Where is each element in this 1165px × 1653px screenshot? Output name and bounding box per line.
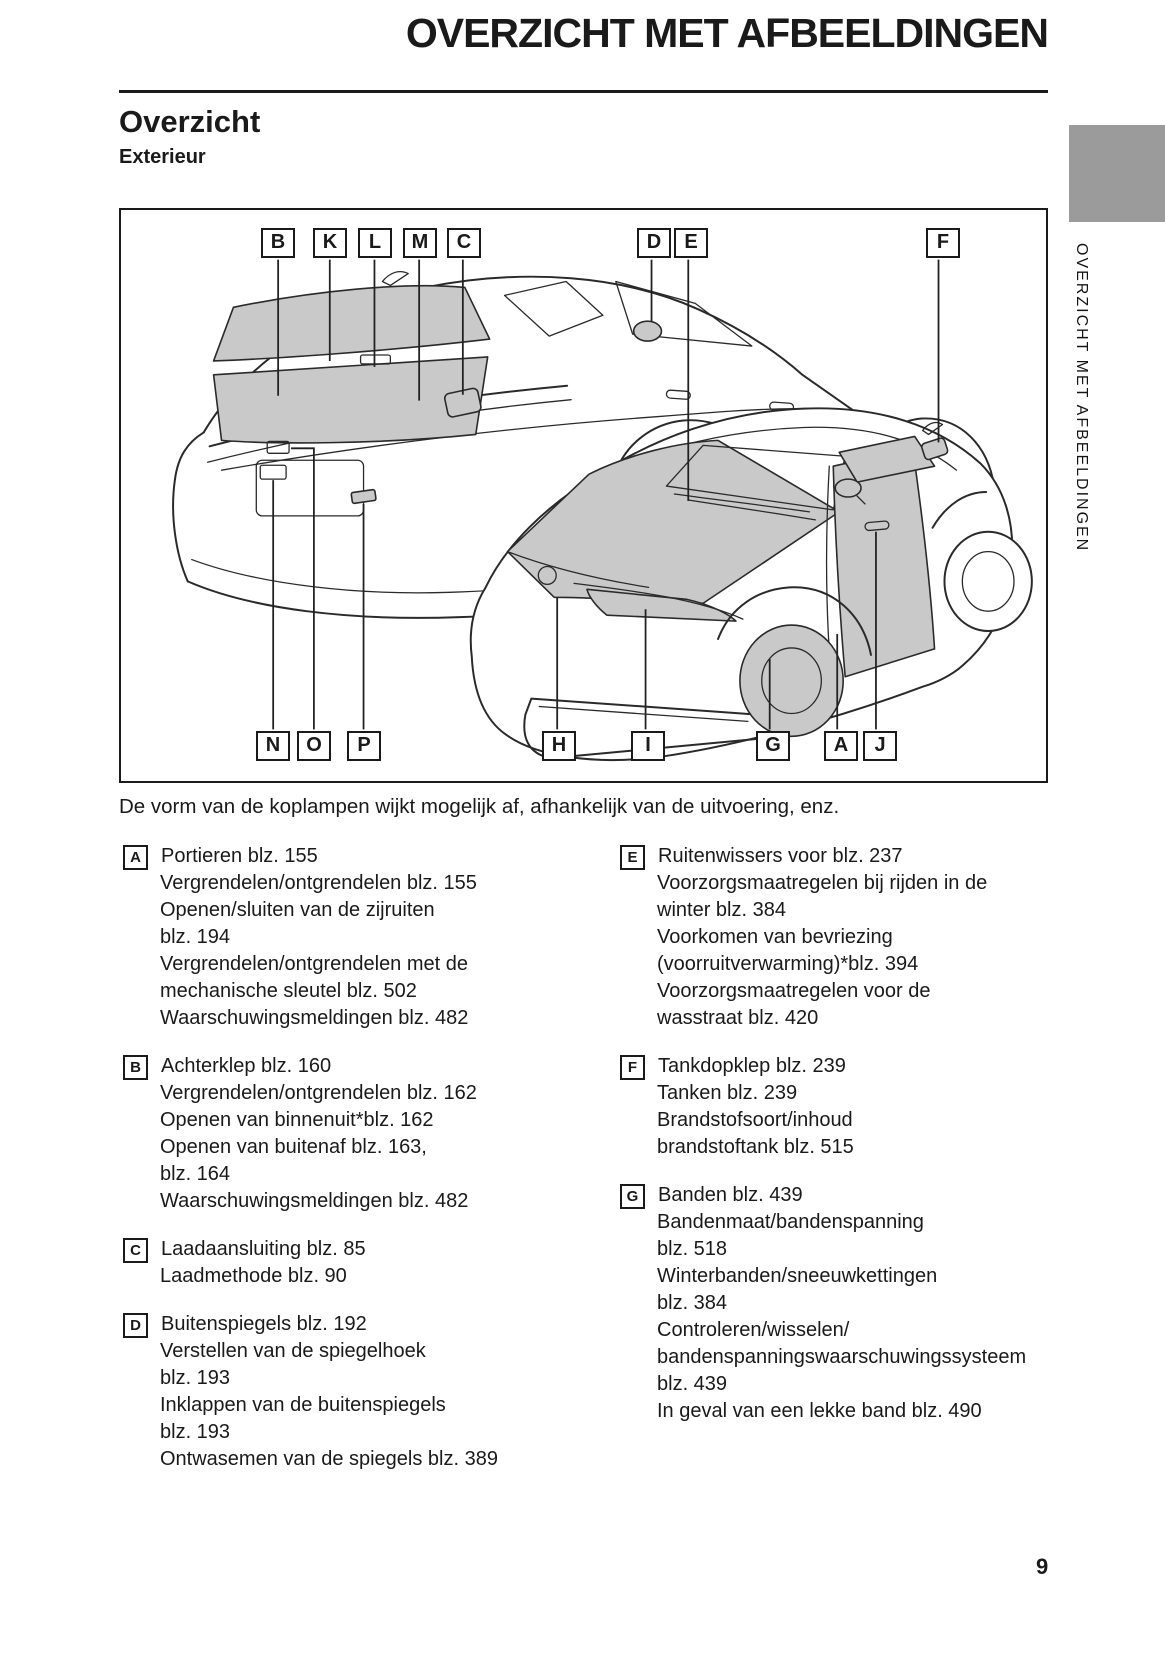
callout-box: J [863,731,897,761]
item-key-box: C [123,1238,148,1263]
legend-line: blz. 384 [657,1292,728,1314]
item-key: G [626,1188,639,1205]
callout-box: B [261,228,295,258]
page-number: 9 [1036,1554,1049,1579]
item-key-box: B [123,1055,148,1080]
item-lines: Laadmethode blz. 90 [160,1263,593,1290]
legend-item-D: D Buitenspiegels blz. 192 Verstellen van… [123,1311,593,1473]
legend-line: Verstellen van de spiegelhoek [160,1340,426,1362]
legend-line: Bandenmaat/bandenspanning [657,1211,924,1233]
legend-line: Voorzorgsmaatregelen bij rijden in de [657,872,988,894]
car-front-view [469,407,1033,761]
legend-line: Tanken blz. 239 [657,1082,798,1104]
legend-line: Vergrendelen/ontgrendelen met de [160,953,469,975]
legend-item-B: B Achterklep blz. 160 Vergrendelen/ontgr… [123,1053,593,1215]
item-title: Tankdopklep blz. 239 [658,1055,846,1077]
legend-line: blz. 193 [160,1421,231,1443]
legend-line: Openen/sluiten van de zijruiten [160,899,435,921]
legend-line: bandenspanningswaarschuwingssysteem [657,1346,1027,1368]
item-key: E [627,849,638,866]
legend-item-C: C Laadaansluiting blz. 85 Laadmethode bl… [123,1236,593,1290]
callout-box: K [313,228,347,258]
exterior-diagram-illustration [172,259,1033,761]
legend-line: Voorkomen van bevriezing [657,926,893,948]
legend-line: Winterbanden/sneeuwkettingen [657,1265,938,1287]
callout-box: P [347,731,381,761]
item-key: C [130,1242,141,1259]
item-key-box: A [123,845,148,870]
legend-line: Vergrendelen/ontgrendelen blz. 155 [160,872,477,894]
item-lines: Voorzorgsmaatregelen bij rijden in de win… [657,870,1065,1032]
legend-line: Laadmethode blz. 90 [160,1265,347,1287]
legend-line: Waarschuwingsmeldingen blz. 482 [160,1190,469,1212]
legend-line: In geval van een lekke band blz. 490 [657,1400,982,1422]
legend-line: blz. 194 [160,926,231,948]
item-key: A [130,849,141,866]
legend-column-left: A Portieren blz. 155 Vergrendelen/ontgre… [123,843,593,1494]
legend-line: Waarschuwingsmeldingen blz. 482 [160,1007,469,1029]
callout-box: D [637,228,671,258]
legend-line: winter blz. 384 [657,899,786,921]
legend-line: Brandstofsoort/inhoud [657,1109,853,1131]
legend-line: Inklappen van de buitenspiegels [160,1394,446,1416]
callout-box: L [358,228,392,258]
item-key: D [130,1317,141,1334]
legend-line: Ontwasemen van de spiegels blz. 389 [160,1448,498,1470]
callout-box: A [824,731,858,761]
item-title: Achterklep blz. 160 [161,1055,332,1077]
legend-line: Controleren/wisselen/ [657,1319,850,1341]
item-title: Portieren blz. 155 [161,845,318,867]
item-title: Buitenspiegels blz. 192 [161,1313,367,1335]
legend-line: blz. 439 [657,1373,728,1395]
legend-line: Openen van binnenuit*blz. 162 [160,1109,434,1131]
sidebar-vertical-text: OVERZICHT MET AFBEELDINGEN [1073,243,1090,553]
chapter-tab [1069,125,1165,222]
legend-line: brandstoftank blz. 515 [657,1136,854,1158]
legend-line: wasstraat blz. 420 [657,1007,819,1029]
item-key-box: E [620,845,645,870]
section-title: Overzicht [119,104,261,139]
legend-line: mechanische sleutel blz. 502 [160,980,417,1002]
legend-line: blz. 193 [160,1367,231,1389]
legend-line: Voorzorgsmaatregelen voor de [657,980,931,1002]
callout-box: I [631,731,665,761]
headlamp-note: De vorm van de koplampen wijkt mogelijk … [119,795,840,818]
legend-line: (voorruitverwarming)*blz. 394 [657,953,919,975]
item-key-box: F [620,1055,645,1080]
callout-box: H [542,731,576,761]
item-title: Ruitenwissers voor blz. 237 [658,845,903,867]
callout-box: E [674,228,708,258]
callout-box: C [447,228,481,258]
legend-column-right: E Ruitenwissers voor blz. 237 Voorzorgsm… [620,843,1065,1446]
page-title: OVERZICHT MET AFBEELDINGEN [405,10,1049,56]
legend-item-E: E Ruitenwissers voor blz. 237 Voorzorgsm… [620,843,1065,1032]
section-subtitle: Exterieur [119,146,206,168]
legend-line: blz. 518 [657,1238,728,1260]
callout-box: N [256,731,290,761]
callout-box: M [403,228,437,258]
legend-line: Vergrendelen/ontgrendelen blz. 162 [160,1082,477,1104]
callout-leader-lines [272,259,940,730]
legend-line: blz. 164 [160,1163,231,1185]
callout-box: O [297,731,331,761]
item-title: Laadaansluiting blz. 85 [161,1238,366,1260]
title-rule [119,90,1048,93]
item-key-box: G [620,1184,645,1209]
callout-box: F [926,228,960,258]
exterior-diagram: B K L M C D E F N O P H I G A J [119,208,1048,783]
legend-line: Openen van buitenaf blz. 163, [160,1136,427,1158]
legend-item-G: G Banden blz. 439 Bandenmaat/bandenspann… [620,1182,1065,1425]
item-title: Banden blz. 439 [658,1184,803,1206]
item-key: B [130,1059,141,1076]
item-key: F [627,1059,638,1076]
legend-item-A: A Portieren blz. 155 Vergrendelen/ontgre… [123,843,593,1032]
item-key-box: D [123,1313,148,1338]
callout-box: G [756,731,790,761]
